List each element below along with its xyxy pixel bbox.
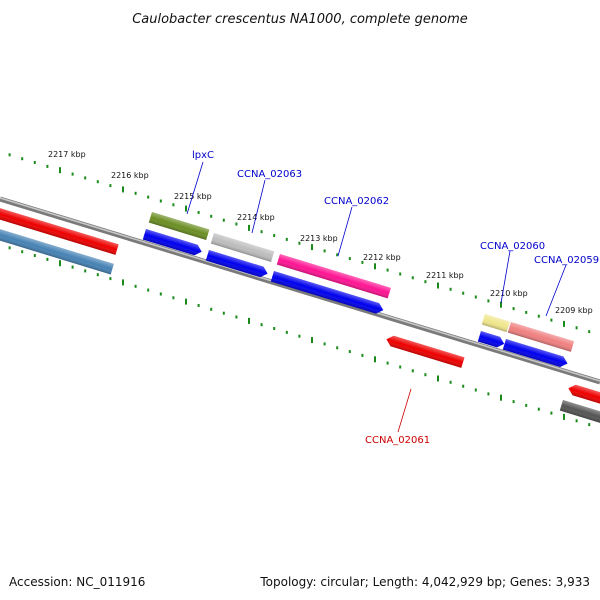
gene-feature-ccna-02063 xyxy=(210,233,275,262)
gene-feature-red-right xyxy=(568,384,600,412)
tick-label-2211: 2211 kbp xyxy=(426,271,464,280)
gene-feature-ccna-02061 xyxy=(386,335,465,368)
topology-text: Topology: circular; Length: 4,042,929 bp… xyxy=(259,575,590,589)
gene-feature-lpxc xyxy=(148,212,210,241)
tick-label-2210: 2210 kbp xyxy=(490,289,528,298)
gene-feature-ccna-02062 xyxy=(276,253,391,299)
tick-label-2215: 2215 kbp xyxy=(174,192,212,201)
gene-feature-steelblue-left xyxy=(0,223,114,275)
gene-feature-dark-right xyxy=(559,400,600,429)
cds-feature-ccna-02060 xyxy=(477,331,505,348)
gene-features xyxy=(0,202,600,429)
gene-feature-ccna-02060 xyxy=(481,314,510,333)
tick-label-2213: 2213 kbp xyxy=(300,234,338,243)
tick-label-2216: 2216 kbp xyxy=(111,171,149,180)
gene-label-ccna-02062[interactable]: CCNA_02062 xyxy=(324,196,389,207)
gene-feature-red-left xyxy=(0,202,119,255)
gene-label-lpxc[interactable]: lpxC xyxy=(192,150,214,161)
gene-label-ccna-02063[interactable]: CCNA_02063 xyxy=(237,169,302,180)
tick-label-2209: 2209 kbp xyxy=(555,306,593,315)
cds-feature-ccna-02059 xyxy=(502,339,568,368)
gene-label-ccna-02059[interactable]: CCNA_02059 xyxy=(534,255,599,266)
cds-feature-lpxc xyxy=(142,229,202,256)
cds-feature-ccna-02063 xyxy=(205,250,268,278)
gene-labels: lpxC CCNA_02063 CCNA_02062 CCNA_02060 CC… xyxy=(186,150,599,446)
tick-label-2217: 2217 kbp xyxy=(48,150,86,159)
accession-text: Accession: NC_011916 xyxy=(9,575,145,589)
outer-tick-row xyxy=(8,153,591,334)
gene-feature-ccna-02059 xyxy=(507,322,575,352)
map-title: Caulobacter crescentus NA1000, complete … xyxy=(132,12,468,27)
cds-feature-ccna-02062 xyxy=(270,271,384,314)
gene-label-ccna-02060[interactable]: CCNA_02060 xyxy=(480,241,545,252)
inner-tick-row xyxy=(8,246,591,427)
gene-label-ccna-02061[interactable]: CCNA_02061 xyxy=(365,435,430,446)
tick-label-2212: 2212 kbp xyxy=(363,253,401,262)
